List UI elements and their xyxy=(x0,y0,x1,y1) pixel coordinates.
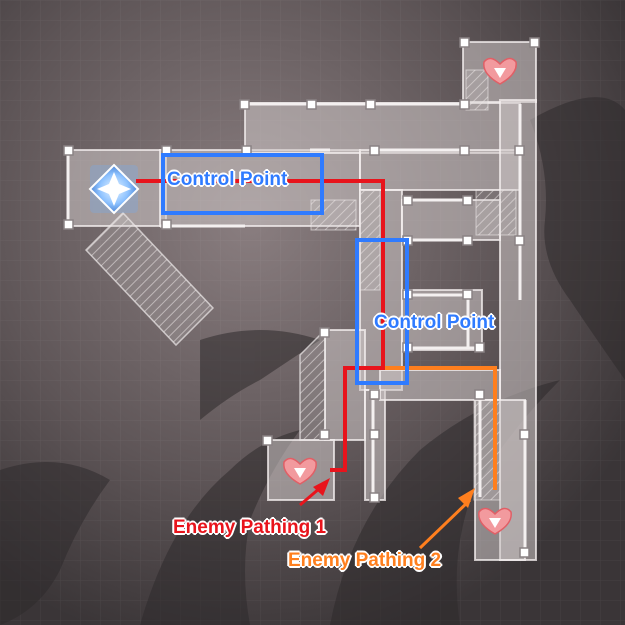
control-point-2-box xyxy=(355,238,409,385)
enemy-pathing-2-label: Enemy Pathing 2 xyxy=(288,550,442,571)
walls xyxy=(66,102,527,553)
protection-objective-diamond-star-icon xyxy=(88,163,140,215)
enemy-spawn-icon-top xyxy=(483,57,517,85)
control-point-1-box xyxy=(161,153,324,215)
enemy-pathing-1-label: Enemy Pathing 1 xyxy=(173,517,327,538)
control-point-1-label: Control Point xyxy=(167,169,288,190)
enemy-pathing-1-line xyxy=(136,179,385,507)
enemy-spawn-icon-right xyxy=(478,507,512,535)
foliage-silhouette xyxy=(0,97,625,625)
enemy-spawn-icon-left xyxy=(283,457,317,485)
enemy-pathing-2-line xyxy=(383,366,497,550)
control-point-2-label: Control Point xyxy=(374,312,495,333)
